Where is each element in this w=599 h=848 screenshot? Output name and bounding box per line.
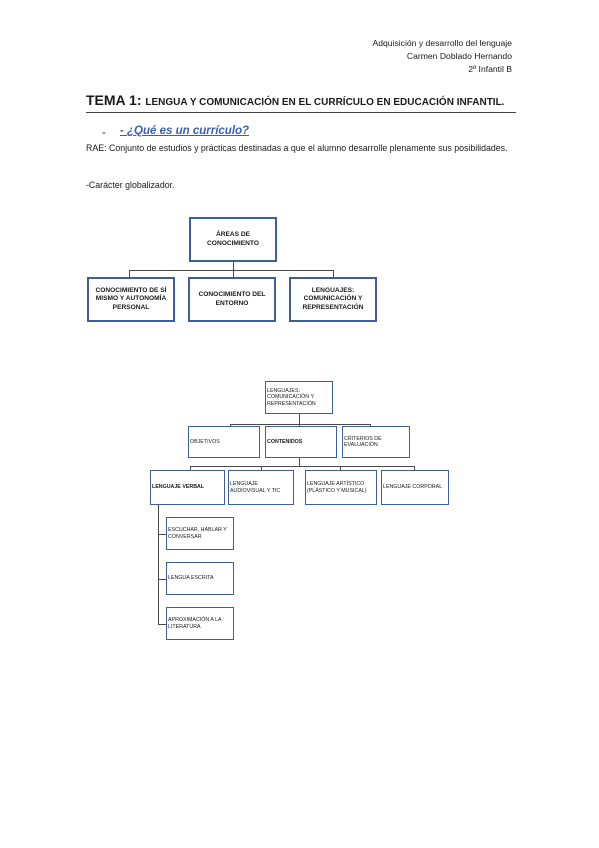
title-divider — [86, 112, 516, 113]
definition-paragraph: RAE: Conjunto de estudios y prácticas de… — [86, 143, 508, 153]
header-group: 2º Infantil B — [468, 64, 512, 74]
diagram2-criterios: CRITERIOS DE EVALUACIÓN — [342, 426, 410, 458]
diagram1-node-self: CONOCIMIENTO DE SÍ MISMO Y AUTONOMÍA PER… — [87, 277, 175, 322]
diagram2-lengua-escrita: LENGUA ESCRITA — [166, 562, 234, 595]
title-subtitle: LENGUA Y COMUNICACIÓN EN EL CURRÍCULO EN… — [145, 97, 505, 108]
diagram2-artistico: LENGUAJE ARTÍSTICO (PLÁSTICO Y MUSICAL) — [305, 470, 377, 505]
header-author: Carmen Doblado Hernando — [406, 51, 512, 61]
diagram1-node-environment: CONOCIMIENTO DEL ENTORNO — [188, 277, 276, 322]
diagram1-node-languages: LENGUAJES: COMUNICACIÓN Y REPRESENTACIÓN — [289, 277, 377, 322]
title-main: TEMA 1: — [86, 92, 142, 108]
diagram2-corporal: LENGUAJE CORPORAL — [381, 470, 449, 505]
diagram2-objetivos: OBJETIVOS — [188, 426, 260, 458]
bullet-dash: - — [102, 127, 106, 139]
diagram2-audiovisual: LENGUAJE AUDIOVISUAL Y TIC — [228, 470, 294, 505]
diagram2-root: LENGUAJES: COMUNICACIÓN Y REPRESENTACIÓN — [265, 381, 333, 414]
diagram2-literatura: APROXIMACIÓN A LA LITERATURA — [166, 607, 234, 640]
diagram2-escuchar: ESCUCHAR, HABLAR Y CONVERSAR — [166, 517, 234, 550]
diagram2-contenidos: CONTENIDOS — [265, 426, 337, 458]
page-title: TEMA 1: LENGUA Y COMUNICACIÓN EN EL CURR… — [86, 92, 516, 108]
header-course: Adquisición y desarrollo del lenguaje — [372, 38, 513, 48]
note-paragraph: -Carácter globalizador. — [86, 180, 175, 190]
diagram2-verbal: LENGUAJE VERBAL — [150, 470, 225, 505]
section-question[interactable]: - ¿Qué es un currículo? — [120, 125, 250, 137]
diagram1-root: ÁREAS DE CONOCIMIENTO — [189, 217, 277, 262]
